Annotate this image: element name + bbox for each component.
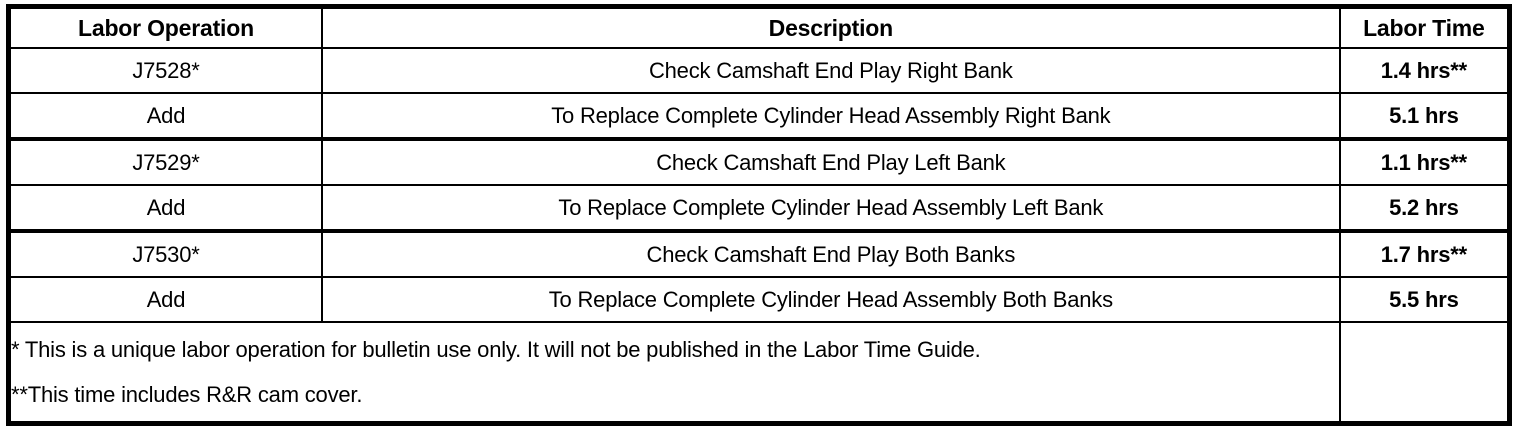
cell-description: Check Camshaft End Play Both Banks	[320, 229, 1341, 278]
cell-labor-time: 5.2 hrs	[1338, 184, 1511, 232]
cell-description: Check Camshaft End Play Left Bank	[320, 137, 1341, 186]
footnote-spacer	[11, 361, 1339, 383]
cell-description: To Replace Complete Cylinder Head Assemb…	[320, 92, 1341, 140]
cell-labor-operation: J7530*	[7, 229, 323, 278]
cell-labor-operation: Add	[7, 184, 323, 232]
cell-labor-operation: J7528*	[7, 47, 323, 94]
table-row: J7528* Check Camshaft End Play Right Ban…	[7, 47, 1511, 94]
table-footnotes-row: * This is a unique labor operation for b…	[7, 321, 1511, 425]
table-row: J7530* Check Camshaft End Play Both Bank…	[7, 229, 1511, 278]
cell-labor-time: 1.4 hrs**	[1338, 47, 1511, 94]
cell-labor-operation: Add	[7, 276, 323, 323]
cell-labor-time: 1.7 hrs**	[1338, 229, 1511, 278]
labor-operation-table: Labor Operation Description Labor Time J…	[6, 4, 1512, 426]
cell-labor-time: 5.5 hrs	[1338, 276, 1511, 323]
cell-labor-time: 5.1 hrs	[1338, 92, 1511, 140]
table-row: Add To Replace Complete Cylinder Head As…	[7, 276, 1511, 323]
column-header-labor-operation: Labor Operation	[7, 5, 323, 49]
column-header-labor-time: Labor Time	[1338, 5, 1511, 49]
table-row: J7529* Check Camshaft End Play Left Bank…	[7, 137, 1511, 186]
table-row: Add To Replace Complete Cylinder Head As…	[7, 184, 1511, 232]
cell-description: To Replace Complete Cylinder Head Assemb…	[320, 276, 1341, 323]
labor-operation-table-sheet: Labor Operation Description Labor Time J…	[6, 4, 1512, 426]
footnotes-labor-time-cell	[1338, 321, 1511, 425]
footnote-double-asterisk: **This time includes R&R cam cover.	[11, 382, 363, 407]
footnote-single-asterisk: * This is a unique labor operation for b…	[11, 336, 981, 362]
cell-labor-operation: Add	[7, 92, 323, 140]
table-header-row: Labor Operation Description Labor Time	[7, 5, 1511, 49]
cell-description: Check Camshaft End Play Right Bank	[320, 47, 1341, 94]
footnotes-cell: * This is a unique labor operation for b…	[7, 321, 1341, 425]
cell-labor-operation: J7529*	[7, 137, 323, 186]
cell-description: To Replace Complete Cylinder Head Assemb…	[320, 184, 1341, 232]
column-header-description: Description	[320, 5, 1341, 49]
table-row: Add To Replace Complete Cylinder Head As…	[7, 92, 1511, 140]
cell-labor-time: 1.1 hrs**	[1338, 137, 1511, 186]
